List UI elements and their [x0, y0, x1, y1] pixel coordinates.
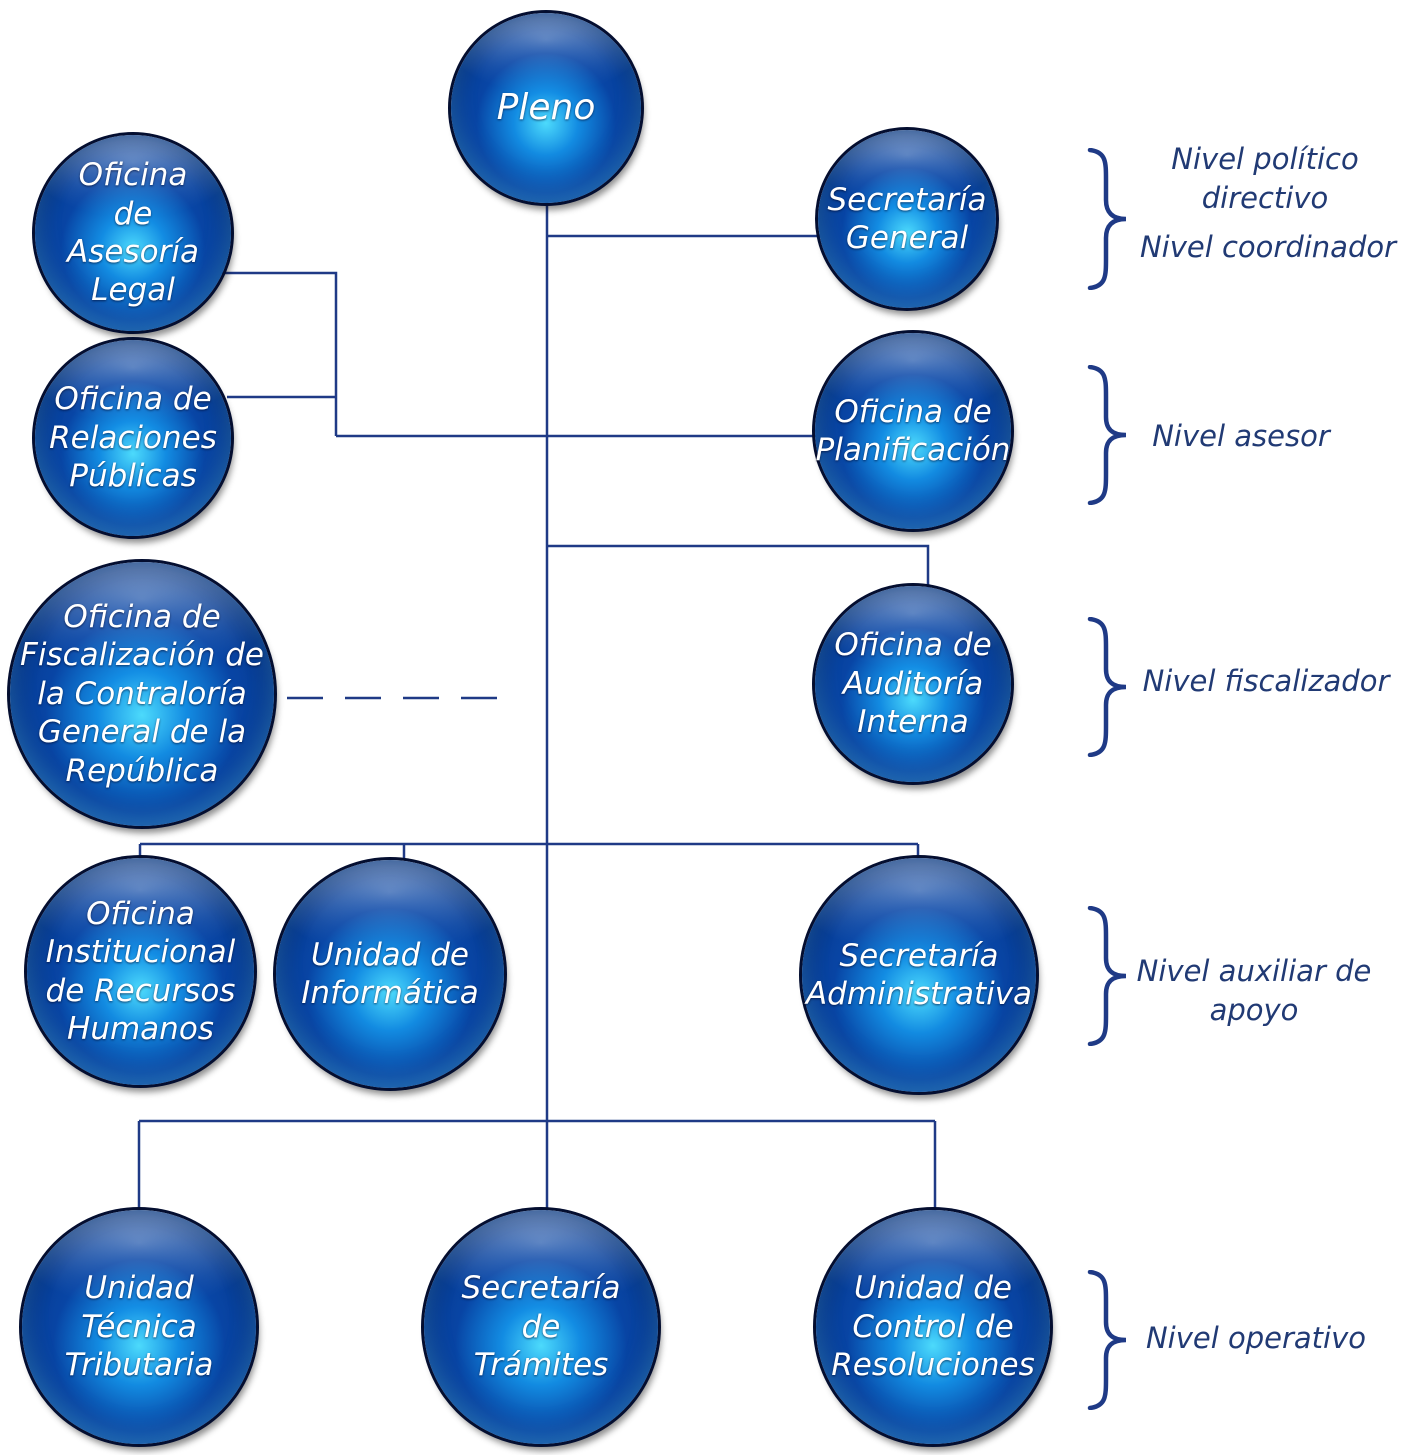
level-auxiliar-apoyo: Nivel auxiliar de apoyo [1136, 954, 1372, 1028]
brace-auxiliar [1087, 906, 1127, 1046]
node-fiscalizacion-contraloria: Oficina de Fiscalización de la Contralor… [10, 562, 274, 826]
node-auditoria-interna: Oficina de Auditoría Interna [815, 586, 1011, 782]
node-auditoria-interna-label: Oficina de Auditoría Interna [834, 627, 992, 741]
brace-operativo [1087, 1270, 1127, 1410]
node-secretaria-tramites: Secretaría de Trámites [424, 1210, 658, 1444]
node-control-resoluciones: Unidad de Control de Resoluciones [816, 1210, 1050, 1444]
branch-auditoria-interna [547, 544, 930, 588]
node-relaciones-publicas: Oficina de Relaciones Públicas [35, 340, 231, 536]
node-tecnica-tributaria: Unidad Técnica Tributaria [22, 1210, 256, 1444]
node-asesoria-legal-label: Oficina de Asesoría Legal [67, 157, 199, 309]
level-coordinador: Nivel coordinador [1139, 230, 1397, 264]
node-recursos-humanos: Oficina Institucional de Recursos Humano… [27, 858, 254, 1085]
brace-fiscalizador [1087, 617, 1127, 757]
brace-asesor [1087, 365, 1127, 505]
node-planificacion: Oficina de Planificación [815, 333, 1011, 529]
node-pleno: Pleno [451, 13, 641, 203]
node-planificacion-label: Oficina de Planificación [815, 393, 1011, 468]
brace-politico-coordinador [1087, 148, 1127, 290]
node-secretaria-tramites-label: Secretaría de Trámites [461, 1270, 621, 1384]
node-secretaria-general: Secretaría General [818, 130, 996, 308]
node-secretaria-general-label: Secretaría General [827, 181, 987, 256]
node-asesoria-legal: Oficina de Asesoría Legal [35, 135, 231, 331]
level-asesor: Nivel asesor [1152, 419, 1330, 453]
level-fiscalizador: Nivel fiscalizador [1142, 664, 1390, 698]
node-pleno-label: Pleno [496, 86, 596, 128]
node-tecnica-tributaria-label: Unidad Técnica Tributaria [64, 1270, 214, 1384]
node-relaciones-publicas-label: Oficina de Relaciones Públicas [49, 381, 217, 495]
node-secretaria-administrativa-label: Secretaría Administrativa [805, 937, 1033, 1012]
level-politico-directivo: Nivel político directivo [1171, 142, 1359, 216]
node-control-resoluciones-label: Unidad de Control de Resoluciones [831, 1270, 1035, 1384]
node-fiscalizacion-contraloria-label: Oficina de Fiscalización de la Contralor… [19, 598, 264, 789]
node-informatica-label: Unidad de Informática [301, 936, 479, 1011]
node-recursos-humanos-label: Oficina Institucional de Recursos Humano… [45, 895, 236, 1047]
node-informatica: Unidad de Informática [276, 860, 504, 1088]
branch-asesoria-legal [222, 271, 338, 436]
node-secretaria-administrativa: Secretaría Administrativa [802, 858, 1036, 1092]
level-operativo: Nivel operativo [1145, 1321, 1367, 1355]
